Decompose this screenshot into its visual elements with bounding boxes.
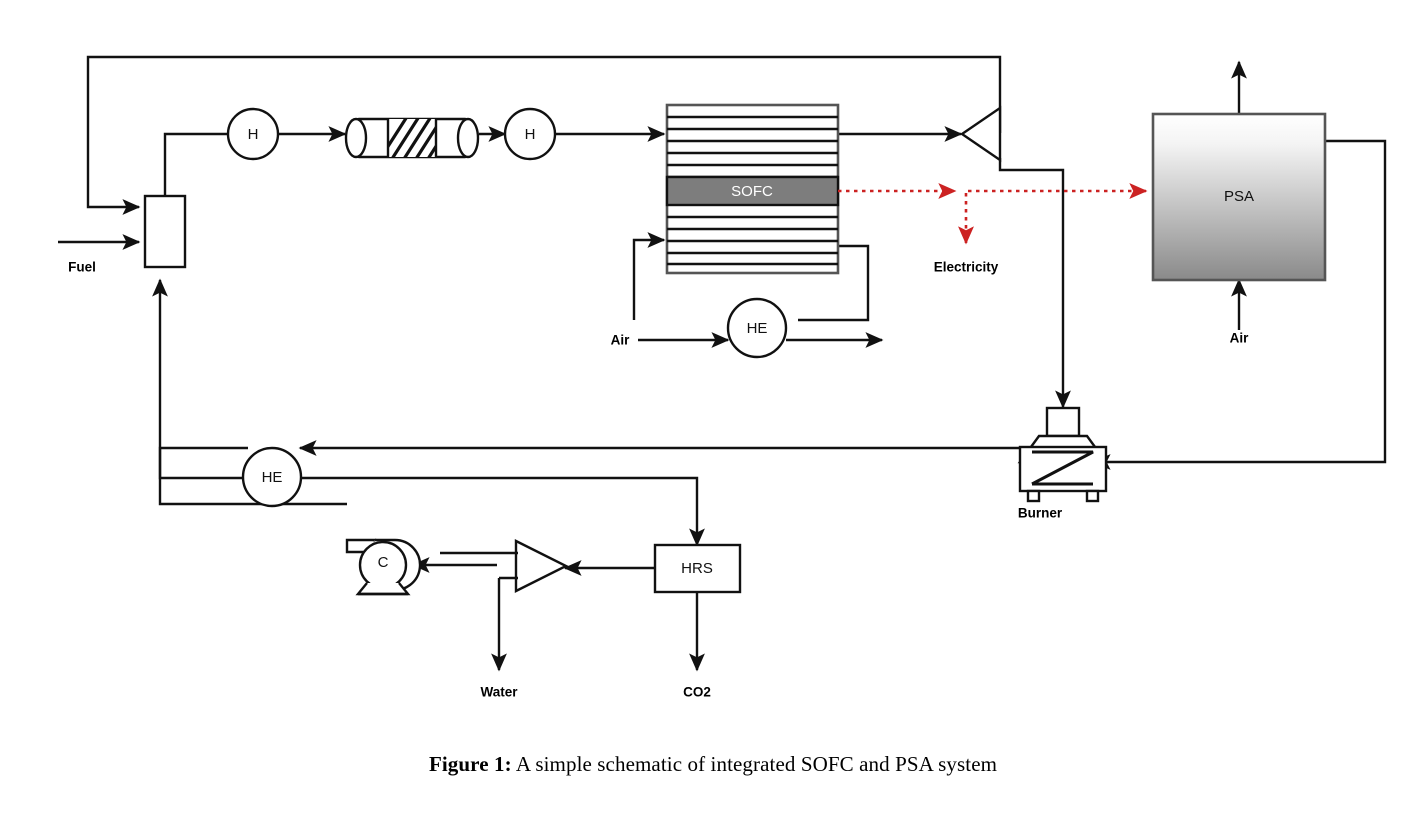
stream-electricity <box>838 182 1148 245</box>
unit-preheater-2[interactable]: H <box>503 107 557 161</box>
pipe-he-steam-to-mixer <box>152 278 248 480</box>
unit-heat-exchanger-air[interactable]: HE <box>726 297 788 359</box>
unit-separator-top[interactable] <box>959 105 1002 163</box>
figure-caption: Figure 1: A simple schematic of integrat… <box>0 752 1426 777</box>
pipe-psa-to-burner <box>1092 139 1387 470</box>
pipe-he-right-to-hrs <box>300 476 699 497</box>
burner-label: Burner <box>1018 506 1063 521</box>
label-air-sofc: Air <box>611 333 631 348</box>
unit-psa[interactable]: PSA <box>1151 112 1327 282</box>
he-air-label: HE <box>747 320 768 337</box>
hrs-label: HRS <box>681 560 713 577</box>
unit-separator-water[interactable] <box>440 539 569 593</box>
pipe-separator-to-burner <box>998 158 1071 409</box>
label-water: Water <box>480 685 518 700</box>
unit-burner[interactable]: Burner <box>1017 406 1109 521</box>
sofc-stack-label: SOFC <box>731 183 773 200</box>
preheater-1-label: H <box>248 126 259 143</box>
he-exhaust-label: HE <box>262 469 283 486</box>
unit-sofc-stack[interactable]: SOFC <box>665 103 840 275</box>
unit-hrs[interactable]: HRS <box>653 543 742 594</box>
unit-reformer[interactable] <box>344 112 480 162</box>
label-electricity: Electricity <box>934 260 999 275</box>
label-fuel: Fuel <box>68 260 96 275</box>
unit-mixer[interactable] <box>143 194 187 269</box>
label-air-psa: Air <box>1230 331 1250 346</box>
compressor-label: C <box>378 554 389 571</box>
process-flow-diagram: H H <box>58 55 1387 700</box>
pipe-sofc-air-loop <box>632 232 870 322</box>
psa-label: PSA <box>1224 188 1254 205</box>
label-co2: CO2 <box>683 685 711 700</box>
unit-heat-exchanger-exhaust[interactable]: HE <box>241 446 303 508</box>
caption-text: A simple schematic of integrated SOFC an… <box>511 752 998 776</box>
preheater-2-label: H <box>525 126 536 143</box>
unit-preheater-1[interactable]: H <box>226 107 280 161</box>
caption-prefix: Figure 1: <box>428 752 512 776</box>
unit-compressor[interactable]: C <box>345 538 422 596</box>
pipe-recycle-top <box>86 55 1002 215</box>
pipe-mixer-to-heater1 <box>163 132 228 196</box>
